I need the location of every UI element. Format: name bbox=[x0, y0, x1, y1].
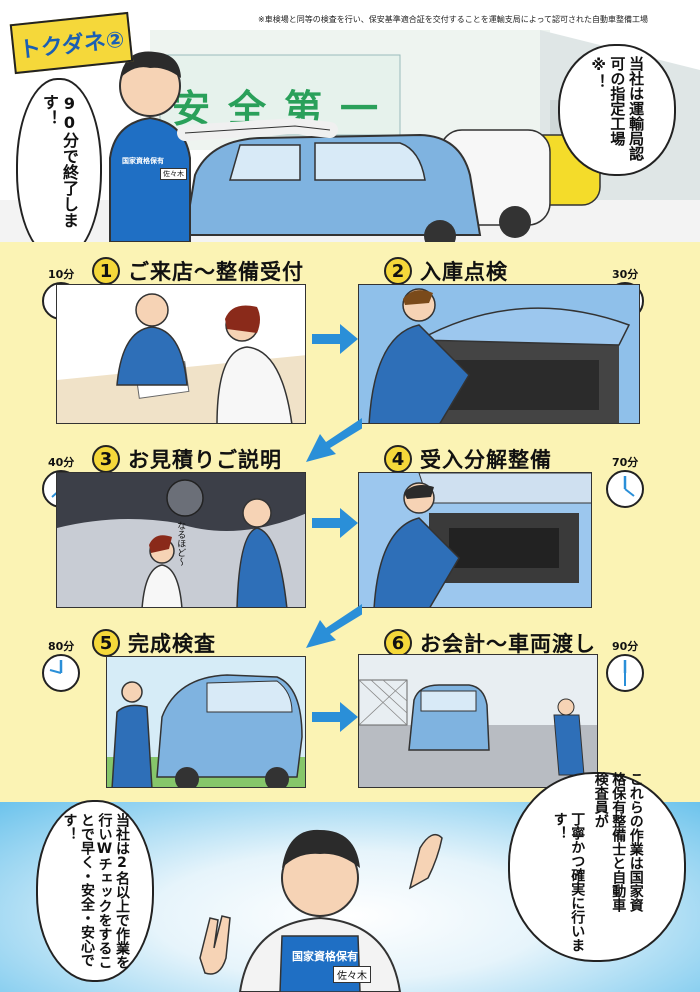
delivery-illustration bbox=[359, 679, 597, 787]
panel-maintenance bbox=[358, 472, 592, 608]
step-6-title: お会計～車両渡し bbox=[420, 632, 596, 656]
step-5-header: 5 完成検査 bbox=[92, 628, 216, 658]
panel-inspection bbox=[358, 284, 640, 424]
step-1-title: ご来店～整備受付 bbox=[128, 260, 304, 284]
clock-1-label: 10分 bbox=[48, 268, 75, 281]
panel-estimate: なるほど〜 bbox=[56, 472, 306, 608]
clock-6-label: 90分 bbox=[612, 640, 639, 653]
speech-bubble-90min: 90分で終了します！ bbox=[16, 78, 102, 260]
clock-3-label: 40分 bbox=[48, 456, 75, 469]
step-6-number: 6 bbox=[384, 629, 412, 657]
step-4-header: 4 受入分解整備 bbox=[384, 444, 552, 474]
clock-5-icon bbox=[42, 654, 80, 692]
apron-label-top: 国家資格保有 bbox=[122, 157, 164, 165]
panel-delivery bbox=[358, 654, 598, 788]
step-1-header: 1 ご来店～整備受付 bbox=[92, 256, 304, 286]
arrow-2-to-3 bbox=[306, 418, 362, 462]
name-tag-top: 佐々木 bbox=[160, 168, 187, 180]
arrow-4-to-5 bbox=[306, 604, 362, 648]
step-2-number: 2 bbox=[384, 257, 412, 285]
panel-final-inspection bbox=[106, 656, 306, 788]
clock-4-icon bbox=[606, 470, 644, 508]
arrow-1-to-2 bbox=[312, 324, 358, 354]
step-3-header: 3 お見積りご説明 bbox=[92, 444, 282, 474]
panel-reception bbox=[56, 284, 306, 424]
speech-bubble-double-check: 当社は2名以上で作業を行いWチェックをすることで早く・安全・安心です！ bbox=[36, 800, 154, 982]
step-2-header: 2 入庫点検 bbox=[384, 256, 508, 286]
mechanic-pointing-illustration bbox=[109, 51, 338, 242]
name-tag-bottom: 佐々木 bbox=[333, 966, 371, 983]
inspection-illustration bbox=[368, 288, 631, 423]
bubble-double-check-text: 当社は2名以上で作業を行いWチェックをすることで早く・安全・安心です！ bbox=[61, 813, 131, 969]
badge-text: トクダネ② bbox=[17, 27, 126, 64]
step-6-header: 6 お会計～車両渡し bbox=[384, 628, 596, 658]
clock-4-label: 70分 bbox=[612, 456, 639, 469]
bubble-staff-text-b: 丁寧かつ確実に行います！ bbox=[551, 812, 586, 952]
step-5-title: 完成検査 bbox=[128, 632, 216, 656]
bubble-staff-columns: これらの作業は国家資格保有整備士と自動車検査員が 丁寧かつ確実に行います！ bbox=[550, 772, 644, 962]
step-3-number: 3 bbox=[92, 445, 120, 473]
final-inspection-illustration bbox=[107, 674, 305, 787]
reception-illustration bbox=[57, 293, 305, 423]
top-scene: 安全第一 国家資格保有 佐々木 トクダネ② ※車検場と同等の検査を行い、保安基準… bbox=[0, 0, 700, 260]
step-2-title: 入庫点検 bbox=[420, 260, 508, 284]
apron-label-bottom: 国家資格保有 bbox=[292, 950, 358, 963]
step-1-number: 1 bbox=[92, 257, 120, 285]
clock-6-icon bbox=[606, 654, 644, 692]
mechanic-thumbsup-illustration bbox=[199, 829, 443, 992]
bubble-90min-text: 90分で終了します！ bbox=[40, 94, 79, 228]
footnote: ※車検場と同等の検査を行い、保安基準適合証を交付することを運輸支局によって認可さ… bbox=[258, 15, 649, 24]
speech-bubble-certified-staff: これらの作業は国家資格保有整備士と自動車検査員が 丁寧かつ確実に行います！ bbox=[508, 772, 686, 962]
estimate-illustration bbox=[57, 473, 305, 607]
arrow-5-to-6 bbox=[312, 702, 358, 732]
step-5-number: 5 bbox=[92, 629, 120, 657]
estimate-sfx: なるほど〜 bbox=[175, 521, 186, 566]
maintenance-illustration bbox=[373, 473, 591, 607]
clock-2-label: 30分 bbox=[612, 268, 639, 281]
step-3-title: お見積りご説明 bbox=[128, 448, 282, 472]
bubble-staff-text-a: これらの作業は国家資格保有整備士と自動車検査員が bbox=[592, 772, 644, 912]
step-4-number: 4 bbox=[384, 445, 412, 473]
bubble-certified-text: 当社は運輸局認可の指定工場※！ bbox=[589, 56, 646, 161]
step-4-title: 受入分解整備 bbox=[420, 448, 552, 472]
arrow-3-to-4 bbox=[312, 508, 358, 538]
clock-5-label: 80分 bbox=[48, 640, 75, 653]
speech-bubble-certified: 当社は運輸局認可の指定工場※！ bbox=[558, 44, 676, 176]
